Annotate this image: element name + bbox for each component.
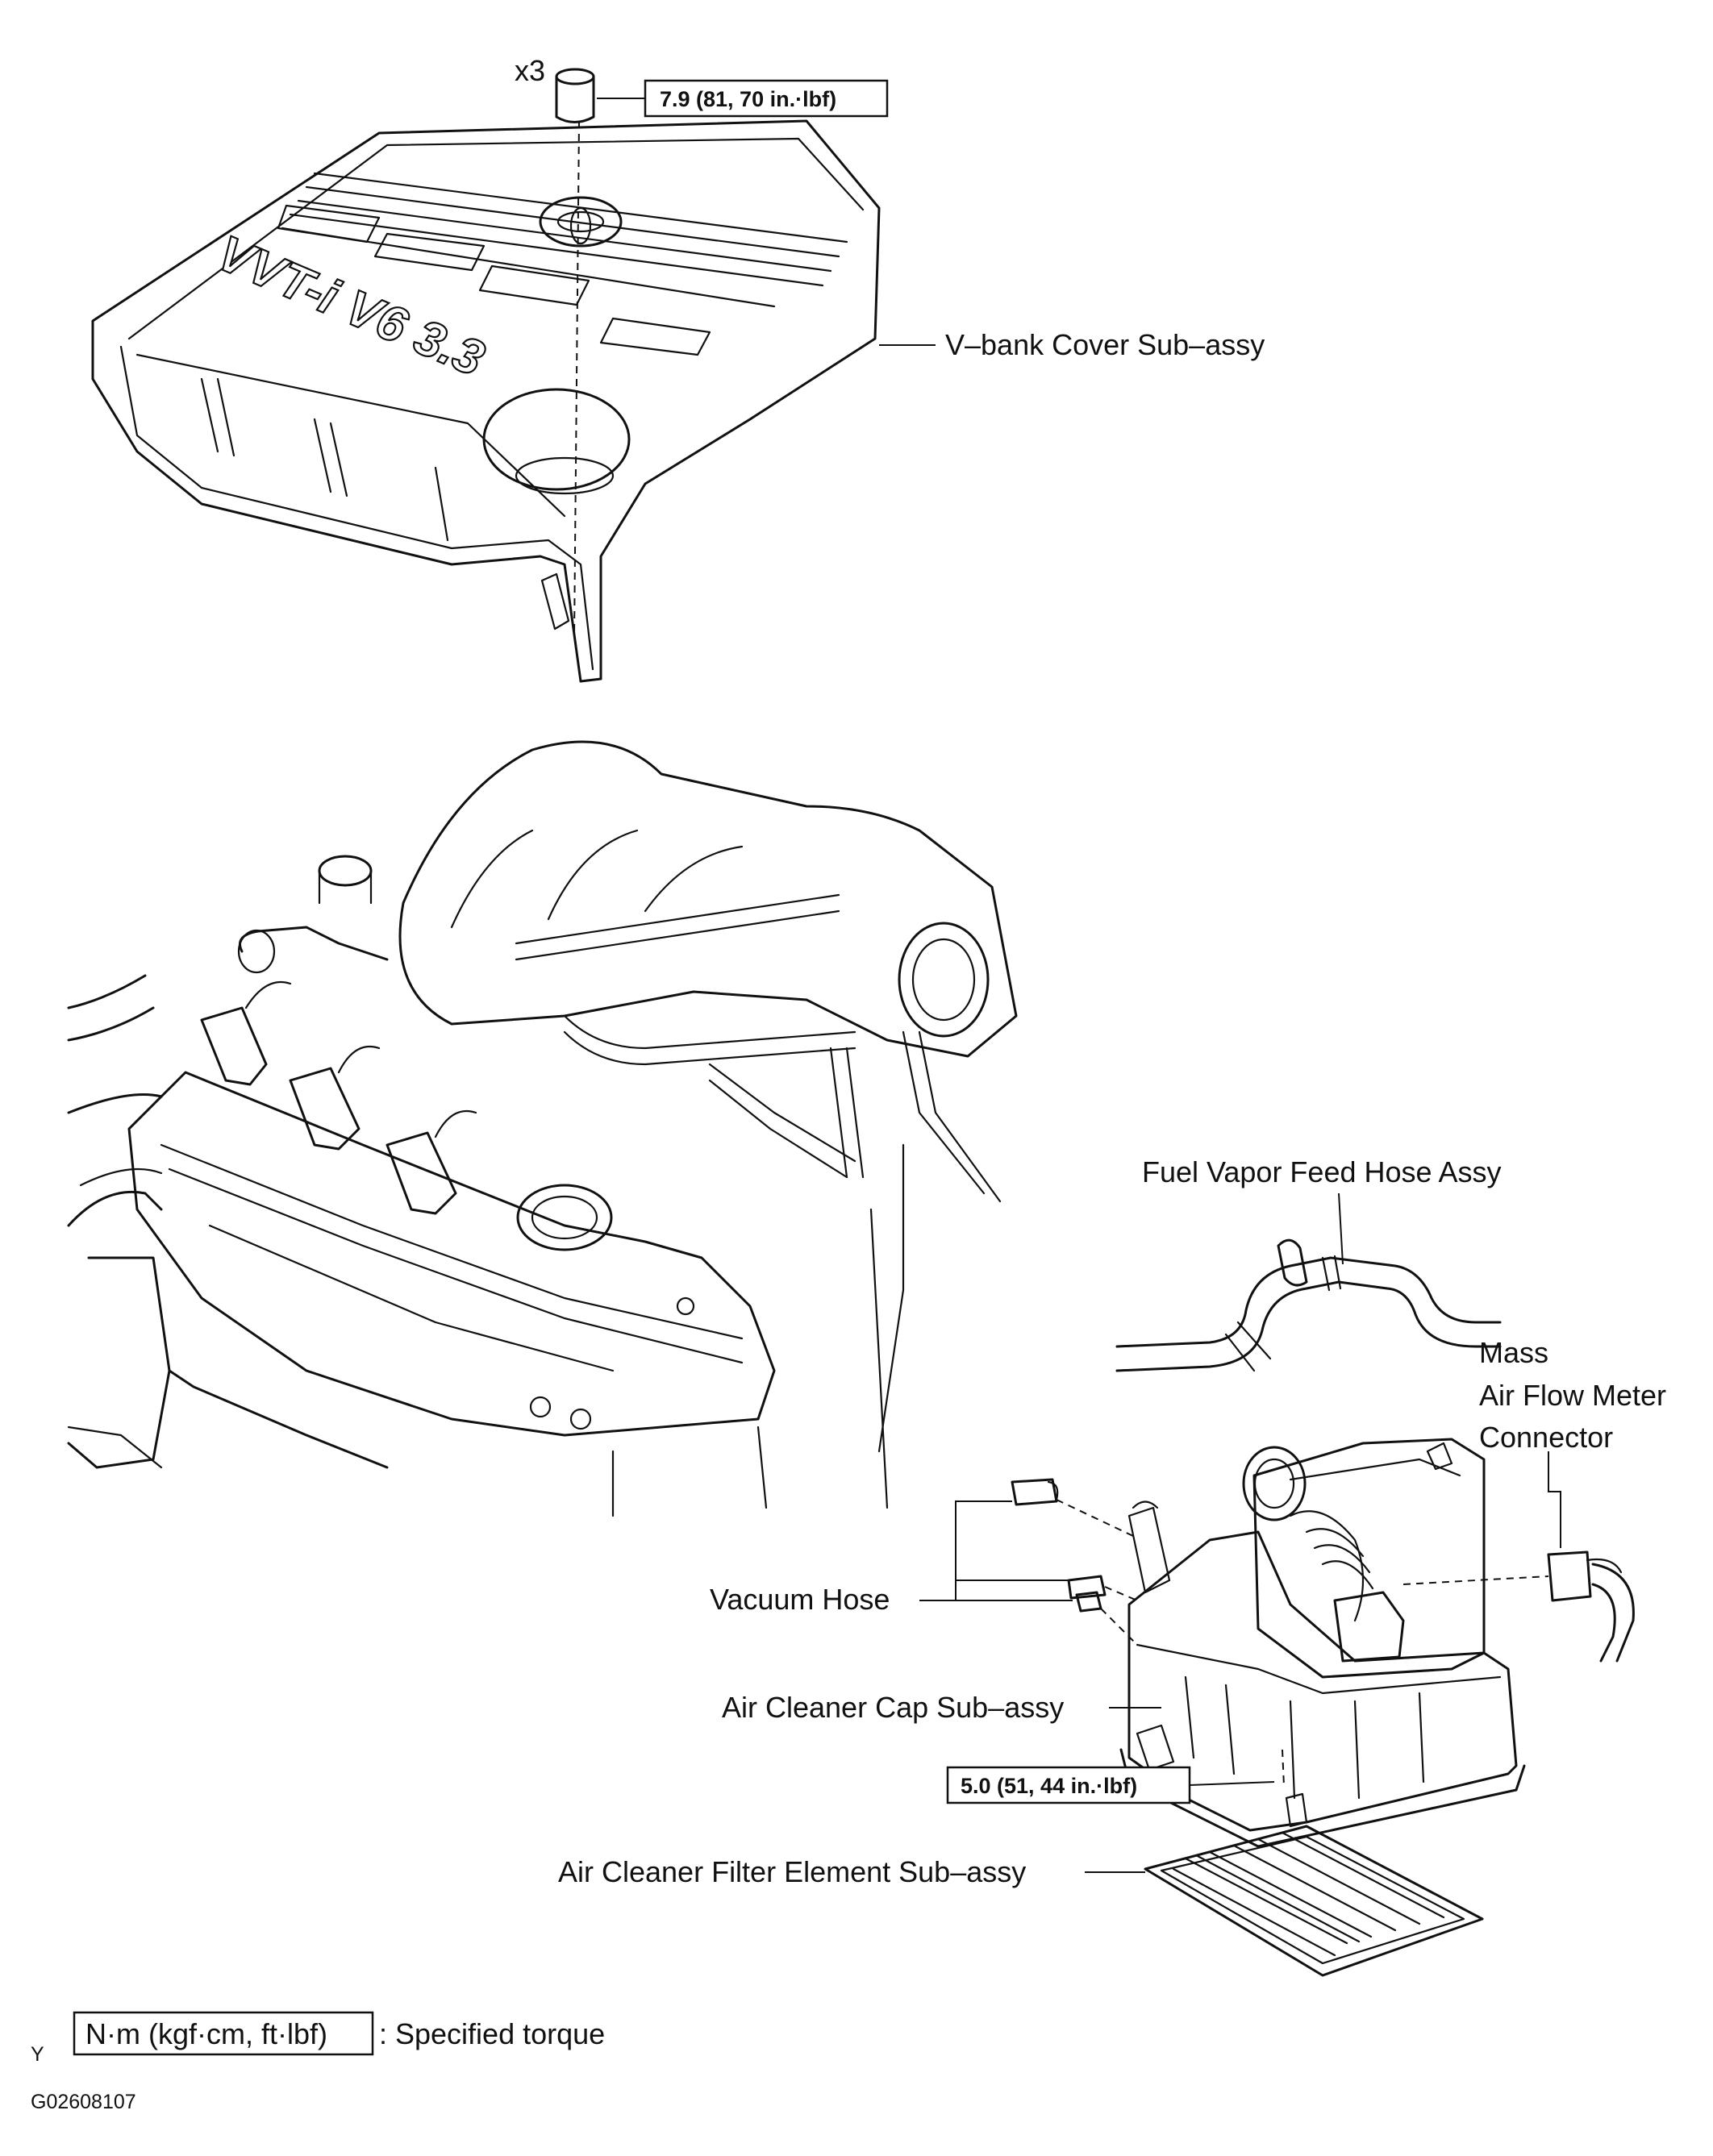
maf-connector-label-line1: Mass xyxy=(1479,1336,1548,1369)
corner-mark: Y xyxy=(31,2043,44,2066)
figure-id: G02608107 xyxy=(31,2091,136,2113)
maf-connector-drawing xyxy=(1547,1550,1635,1663)
svg-text:5.0 (51, 44 in.·lbf): 5.0 (51, 44 in.·lbf) xyxy=(961,1774,1137,1798)
quantity-label: x3 xyxy=(515,54,545,87)
fuel-vapor-hose-drawing xyxy=(1115,1238,1502,1372)
fuel-vapor-hose-label: Fuel Vapor Feed Hose Assy xyxy=(1142,1155,1502,1188)
legend-text: : Specified torque xyxy=(379,2017,605,2050)
vacuum-hose-ends xyxy=(1011,1478,1107,1613)
air-cleaner-cap-label: Air Cleaner Cap Sub–assy xyxy=(722,1691,1064,1724)
cover-lettering: VVT-i V6 3.3 xyxy=(210,225,493,387)
cover-grommet xyxy=(555,68,595,123)
filter-element-label: Air Cleaner Filter Element Sub–assy xyxy=(558,1855,1026,1888)
engine-drawing xyxy=(67,740,1018,1517)
vacuum-hose-callout xyxy=(919,1499,1138,1646)
vbank-cover-callout: V–bank Cover Sub–assy xyxy=(879,328,1265,361)
maf-connector-label-line3: Connector xyxy=(1479,1421,1613,1454)
torque-box-cover: 7.9 (81, 70 in.·lbf) xyxy=(597,79,889,118)
air-cleaner-cap-callout: Air Cleaner Cap Sub–assy xyxy=(722,1691,1161,1724)
vbank-cover-drawing: VVT-i V6 3.3 xyxy=(91,119,881,683)
svg-text:7.9 (81, 70 in.·lbf): 7.9 (81, 70 in.·lbf) xyxy=(660,87,836,111)
vbank-cover-label: V–bank Cover Sub–assy xyxy=(945,328,1265,361)
torque-box-cap: 5.0 (51, 44 in.·lbf) xyxy=(946,1749,1285,1804)
filter-element-callout: Air Cleaner Filter Element Sub–assy xyxy=(558,1855,1145,1888)
legend-unit-box: N·m (kgf·cm, ft·lbf) xyxy=(85,2017,327,2050)
torque-legend: N·m (kgf·cm, ft·lbf) : Specified torque xyxy=(73,2011,605,2056)
toyota-emblem-icon xyxy=(539,196,623,248)
air-cleaner-drawing xyxy=(1119,1438,1526,1848)
filter-element-drawing xyxy=(1144,1825,1484,1977)
maf-connector-label-line2: Air Flow Meter xyxy=(1479,1379,1666,1412)
vacuum-hose-label: Vacuum Hose xyxy=(710,1583,890,1616)
